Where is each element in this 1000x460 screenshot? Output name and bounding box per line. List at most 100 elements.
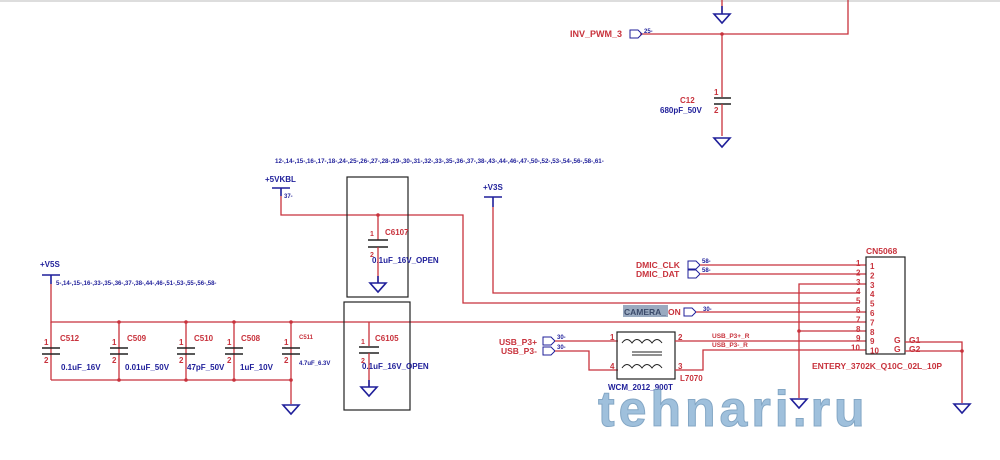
capacitor-icon: [714, 97, 731, 105]
page-ref-list: 12-,14-,15-,16-,17-,18-,24-,25-,26-,27-,…: [275, 158, 604, 165]
power-symbol-icon: [484, 196, 502, 207]
connector-pin-label: 7: [870, 318, 875, 327]
capacitor-ref: C6107: [385, 228, 409, 237]
page-ref: 58-: [702, 268, 711, 274]
connector-pin-label: 10: [870, 347, 879, 356]
connector-pin-number: 6: [856, 306, 861, 315]
power-label: +V3S: [483, 183, 503, 192]
pin-number: 1: [44, 338, 49, 347]
pin-number: 2: [44, 356, 49, 365]
wire: [640, 0, 849, 35]
capacitor-ref: C512: [60, 334, 80, 343]
power-label: +V5S: [40, 260, 60, 269]
pin-number: 1: [284, 338, 289, 347]
wire: [675, 349, 866, 371]
pin-number: 1: [714, 88, 719, 97]
capacitor-value: 0.01uF_50V: [125, 363, 170, 372]
junction-dot: [960, 349, 964, 353]
net-label-usb-p3-plus: USB_P3+: [499, 337, 537, 347]
wire: [280, 196, 860, 304]
page-ref: 37-: [284, 194, 293, 200]
capacitor-value: 0.1uF_16V_OPEN: [362, 362, 429, 371]
pin-number: 2: [227, 356, 232, 365]
pin-number: 1: [227, 338, 232, 347]
open-component-box: [346, 176, 409, 298]
capacitor-ref: C511: [299, 335, 314, 341]
connector-pin-label: 5: [870, 300, 875, 309]
capacitor-ref: C508: [241, 334, 261, 343]
capacitor-value: 0.1uF_16V: [61, 363, 101, 372]
page-ref: 30-: [557, 345, 566, 351]
connector-pin-number: 4: [856, 287, 861, 296]
ground-pin-label: G: [894, 335, 901, 345]
net-label-usb-p3-minus-r: USB_P3-_R: [712, 342, 748, 349]
pin-number: 2: [714, 106, 719, 115]
pin-number: 1: [370, 231, 374, 238]
connector-pin-label: 9: [870, 337, 875, 346]
pin-number: 2: [678, 333, 683, 342]
capacitor-icon: [368, 239, 388, 248]
connector-pin-number: 2: [856, 268, 861, 277]
capacitor-value: 0.1uF_16V_OPEN: [372, 256, 439, 265]
ground-icon: [368, 276, 388, 294]
power-rail-5vkbl: +5VKBL 37-: [265, 175, 860, 304]
choke-ref: L7070: [680, 374, 703, 383]
capacitor-value: 47pF_50V: [187, 363, 225, 372]
connector-pin-label: 1: [870, 262, 875, 271]
offpage-connector-icon: [687, 269, 701, 279]
connector-pin-label: 8: [870, 328, 875, 337]
net-label-dmic-clk: DMIC_CLK: [636, 260, 681, 270]
power-rail-v5s: +V5S 5-,14-,15-,16-,33-,35-,36-,37-,38-,…: [40, 260, 866, 323]
capacitor-c512: [42, 322, 60, 380]
decoupling-capacitors: 1 2 1 2 1 2 1 2 1 2 C512 0.1uF_16V C509 …: [42, 320, 330, 416]
capacitor-c510: [177, 320, 195, 382]
pin-number: 4: [610, 362, 615, 371]
watermark: tehnari.ru: [598, 381, 869, 437]
connector-pin-number: 5: [856, 297, 861, 306]
connector-ref: CN5068: [866, 246, 897, 256]
net-label-inv-pwm: INV_PWM_3: [570, 29, 622, 39]
ground-icon: [359, 380, 379, 398]
capacitor-ref: C509: [127, 334, 147, 343]
wire: [798, 283, 866, 398]
inv-pwm-section: INV_PWM_3 25- 1 2 C12 680pF_50V: [570, 0, 849, 149]
selection-highlight: [623, 305, 668, 317]
connector-cn5068: [865, 256, 906, 355]
choke-value: WCM_2012_900T: [608, 383, 673, 392]
pin-number: 2: [179, 356, 184, 365]
page-ref: 30-: [703, 307, 712, 313]
connector-pin-label: 2: [870, 271, 875, 280]
ground-icon: [712, 6, 732, 25]
ground-pin-label: G: [894, 344, 901, 354]
page-ref: 30-: [557, 335, 566, 341]
capacitor-ref: C12: [680, 96, 695, 105]
offpage-connector-icon: [542, 346, 556, 356]
ground-icon: [789, 398, 809, 410]
connector-part: ENTERY_3702K_Q10C_02L_10P: [812, 361, 942, 371]
pin-number: 3: [678, 362, 683, 371]
open-component-box: [343, 301, 411, 411]
connector-pin-label: 3: [870, 281, 875, 290]
page-ref-list: 5-,14-,15-,16-,33-,35-,36-,37-,38-,44-,4…: [56, 281, 216, 287]
capacitor-value: 4.7uF_6.3V: [299, 361, 330, 367]
net-label-camera-on: ON: [668, 307, 681, 317]
pin-number: 1: [610, 333, 615, 342]
pin-number: 1: [361, 339, 365, 346]
wire: [555, 350, 618, 371]
wire: [905, 341, 963, 403]
power-rail-v3s: +V3S: [483, 183, 860, 294]
net-label-usb-p3-minus: USB_P3-: [501, 346, 537, 356]
connector-pin-number: 3: [856, 278, 861, 287]
pin-number: 2: [370, 252, 374, 259]
net-label-camera: CAMERA_: [624, 307, 666, 317]
pin-number: 2: [284, 356, 289, 365]
connector-pin-label: 6: [870, 309, 875, 318]
pin-number: 1: [112, 338, 117, 347]
ground-pin-name: G1: [909, 335, 921, 345]
capacitor-c508: [225, 320, 243, 382]
offpage-connector-icon: [629, 29, 643, 39]
ground-icon: [712, 137, 732, 149]
capacitor-ref: C510: [194, 334, 214, 343]
